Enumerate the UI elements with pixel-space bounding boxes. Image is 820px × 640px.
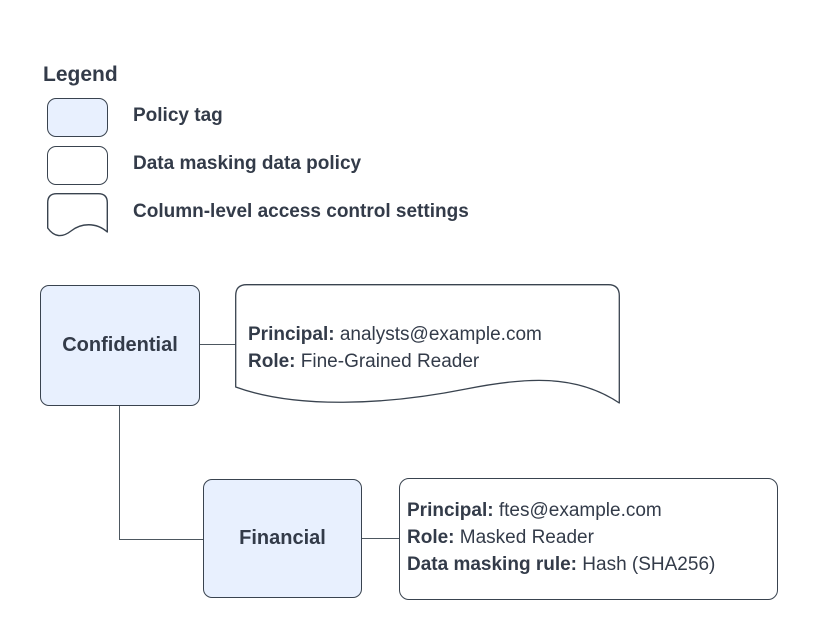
legend-item-column-access: Column-level access control settings — [133, 201, 469, 222]
node-financial: Financial — [203, 479, 362, 598]
connector-confidential-to-settings — [200, 344, 236, 346]
node-confidential: Confidential — [40, 285, 200, 406]
settings-line-principal: Principal: analysts@example.com — [248, 324, 542, 345]
policy-line-principal: Principal: ftes@example.com — [407, 500, 662, 521]
connector-confidential-to-financial-horizontal — [119, 539, 203, 541]
confidential-settings-text: Principal: analysts@example.com Role: Fi… — [248, 321, 542, 375]
connector-financial-to-policy — [362, 538, 399, 540]
financial-data-policy-shape — [399, 478, 778, 600]
column-access-swatch-icon — [47, 193, 108, 237]
connector-confidential-to-financial-vertical — [119, 406, 121, 540]
policy-line-masking-rule: Data masking rule: Hash (SHA256) — [407, 554, 716, 575]
node-financial-label: Financial — [239, 527, 326, 549]
settings-line-role: Role: Fine-Grained Reader — [248, 351, 480, 372]
column-access-settings-shape — [235, 284, 620, 404]
financial-policy-text: Principal: ftes@example.com Role: Masked… — [407, 497, 715, 578]
policy-line-role: Role: Masked Reader — [407, 527, 594, 548]
legend-title: Legend — [43, 63, 118, 86]
data-masking-policy-swatch-icon — [47, 146, 108, 185]
node-confidential-label: Confidential — [62, 334, 178, 356]
policy-tag-swatch-icon — [47, 98, 108, 137]
legend-item-policy-tag: Policy tag — [133, 105, 223, 126]
legend-item-data-masking-policy: Data masking data policy — [133, 153, 362, 174]
